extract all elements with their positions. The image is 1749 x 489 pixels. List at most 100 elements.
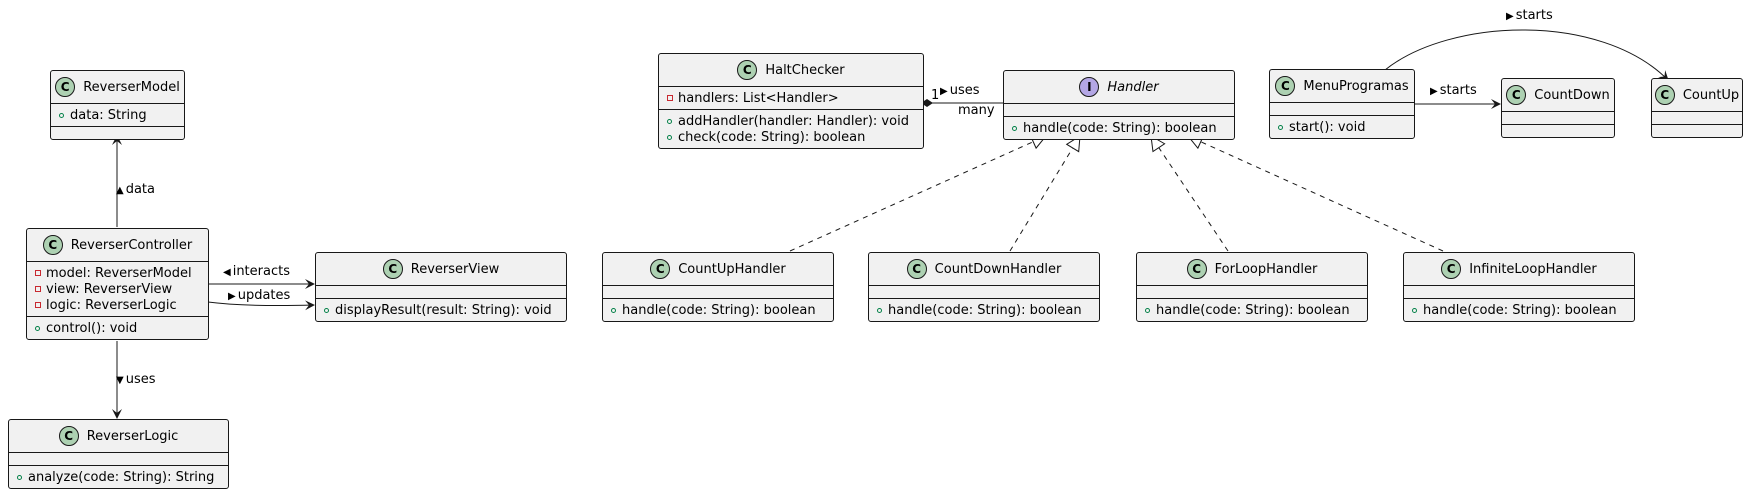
member-text: addHandler(handler: Handler): void bbox=[678, 113, 909, 129]
public-visibility-icon bbox=[1145, 307, 1156, 313]
class-icon: C bbox=[1186, 259, 1207, 279]
member-text: handle(code: String): boolean bbox=[622, 302, 816, 318]
class-name: MenuProgramas bbox=[1303, 78, 1409, 94]
class-name: ReverserView bbox=[410, 261, 500, 277]
label-starts-countup: ▶starts bbox=[1506, 8, 1553, 23]
public-visibility-icon bbox=[1412, 307, 1423, 313]
class-icon: C bbox=[737, 60, 758, 80]
class-member: logic: ReverserLogic bbox=[35, 297, 200, 313]
class-member: check(code: String): boolean bbox=[667, 129, 915, 145]
class-header: C MenuProgramas bbox=[1270, 70, 1414, 102]
class-member: handlers: List<Handler> bbox=[667, 90, 915, 106]
class-member: handle(code: String): boolean bbox=[1012, 120, 1226, 136]
methods-section: handle(code: String): boolean bbox=[1004, 116, 1234, 139]
public-visibility-icon bbox=[667, 118, 678, 124]
public-visibility-icon bbox=[611, 307, 622, 313]
class-name: ReverserModel bbox=[83, 79, 180, 95]
direction-right-icon: ▶ bbox=[1506, 11, 1514, 22]
attributes-section bbox=[603, 285, 833, 298]
label-uses-logic: ▼uses bbox=[116, 372, 156, 387]
edge-realize-countdown bbox=[1009, 136, 1080, 252]
class-icon: C bbox=[1275, 76, 1296, 96]
class-header: C ReverserModel bbox=[51, 71, 184, 103]
member-text: model: ReverserModel bbox=[46, 265, 192, 281]
private-visibility-icon bbox=[35, 286, 46, 292]
class-header: C CountUpHandler bbox=[603, 253, 833, 285]
methods-section bbox=[1502, 124, 1614, 137]
class-halt-checker[interactable]: C HaltChecker handlers: List<Handler> addHa… bbox=[658, 53, 924, 149]
methods-section: handle(code: String): boolean bbox=[1404, 298, 1634, 321]
class-menu-programas[interactable]: C MenuProgramas start(): void bbox=[1269, 69, 1415, 139]
class-member: view: ReverserView bbox=[35, 281, 200, 297]
attributes-section: handlers: List<Handler> bbox=[659, 86, 923, 109]
class-member: control(): void bbox=[35, 320, 200, 336]
member-text: view: ReverserView bbox=[46, 281, 173, 297]
class-member: addHandler(handler: Handler): void bbox=[667, 113, 915, 129]
class-icon: C bbox=[42, 235, 63, 255]
methods-section: displayResult(result: String): void bbox=[316, 298, 566, 321]
member-text: logic: ReverserLogic bbox=[46, 297, 177, 313]
member-text: analyze(code: String): String bbox=[28, 469, 215, 485]
attributes-section bbox=[316, 285, 566, 298]
direction-right-icon: ▶ bbox=[1430, 86, 1438, 97]
interface-icon: I bbox=[1079, 77, 1100, 97]
member-text: control(): void bbox=[46, 320, 138, 336]
direction-down-icon: ▼ bbox=[116, 375, 124, 386]
edge-realize-countup bbox=[789, 136, 1046, 252]
class-name: HaltChecker bbox=[765, 62, 845, 78]
member-text: handlers: List<Handler> bbox=[678, 90, 839, 106]
class-name: ReverserLogic bbox=[86, 428, 179, 444]
public-visibility-icon bbox=[1012, 125, 1023, 131]
class-icon: C bbox=[55, 77, 76, 97]
class-icon: C bbox=[1441, 259, 1462, 279]
class-name: CountUpHandler bbox=[678, 261, 786, 277]
class-member: handle(code: String): boolean bbox=[1412, 302, 1626, 318]
class-icon: C bbox=[1654, 85, 1675, 105]
methods-section bbox=[1652, 124, 1742, 137]
attributes-section bbox=[1004, 103, 1234, 116]
class-member: handle(code: String): boolean bbox=[1145, 302, 1359, 318]
private-visibility-icon bbox=[667, 95, 678, 101]
public-visibility-icon bbox=[59, 112, 70, 118]
attributes-section bbox=[869, 285, 1099, 298]
public-visibility-icon bbox=[1278, 124, 1289, 130]
attributes-section bbox=[1404, 285, 1634, 298]
label-uses-handler: ▶uses bbox=[940, 83, 980, 98]
member-text: data: String bbox=[70, 107, 147, 123]
methods-section: handle(code: String): boolean bbox=[1137, 298, 1367, 321]
class-reverser-model[interactable]: C ReverserModel data: String bbox=[50, 70, 185, 140]
class-member: start(): void bbox=[1278, 119, 1406, 135]
class-member: data: String bbox=[59, 107, 176, 123]
class-member: displayResult(result: String): void bbox=[324, 302, 558, 318]
class-icon: C bbox=[906, 259, 927, 279]
direction-right-icon: ▶ bbox=[940, 86, 948, 97]
methods-section: start(): void bbox=[1270, 115, 1414, 138]
private-visibility-icon bbox=[35, 302, 46, 308]
class-icon: C bbox=[1506, 85, 1527, 105]
class-count-up-handler[interactable]: C CountUpHandler handle(code: String): boo… bbox=[602, 252, 834, 322]
member-text: handle(code: String): boolean bbox=[1156, 302, 1350, 318]
class-icon: C bbox=[650, 259, 671, 279]
methods-section: handle(code: String): boolean bbox=[603, 298, 833, 321]
label-starts-countdown: ▶starts bbox=[1430, 83, 1477, 98]
class-header: C HaltChecker bbox=[659, 54, 923, 86]
methods-section bbox=[51, 126, 184, 139]
